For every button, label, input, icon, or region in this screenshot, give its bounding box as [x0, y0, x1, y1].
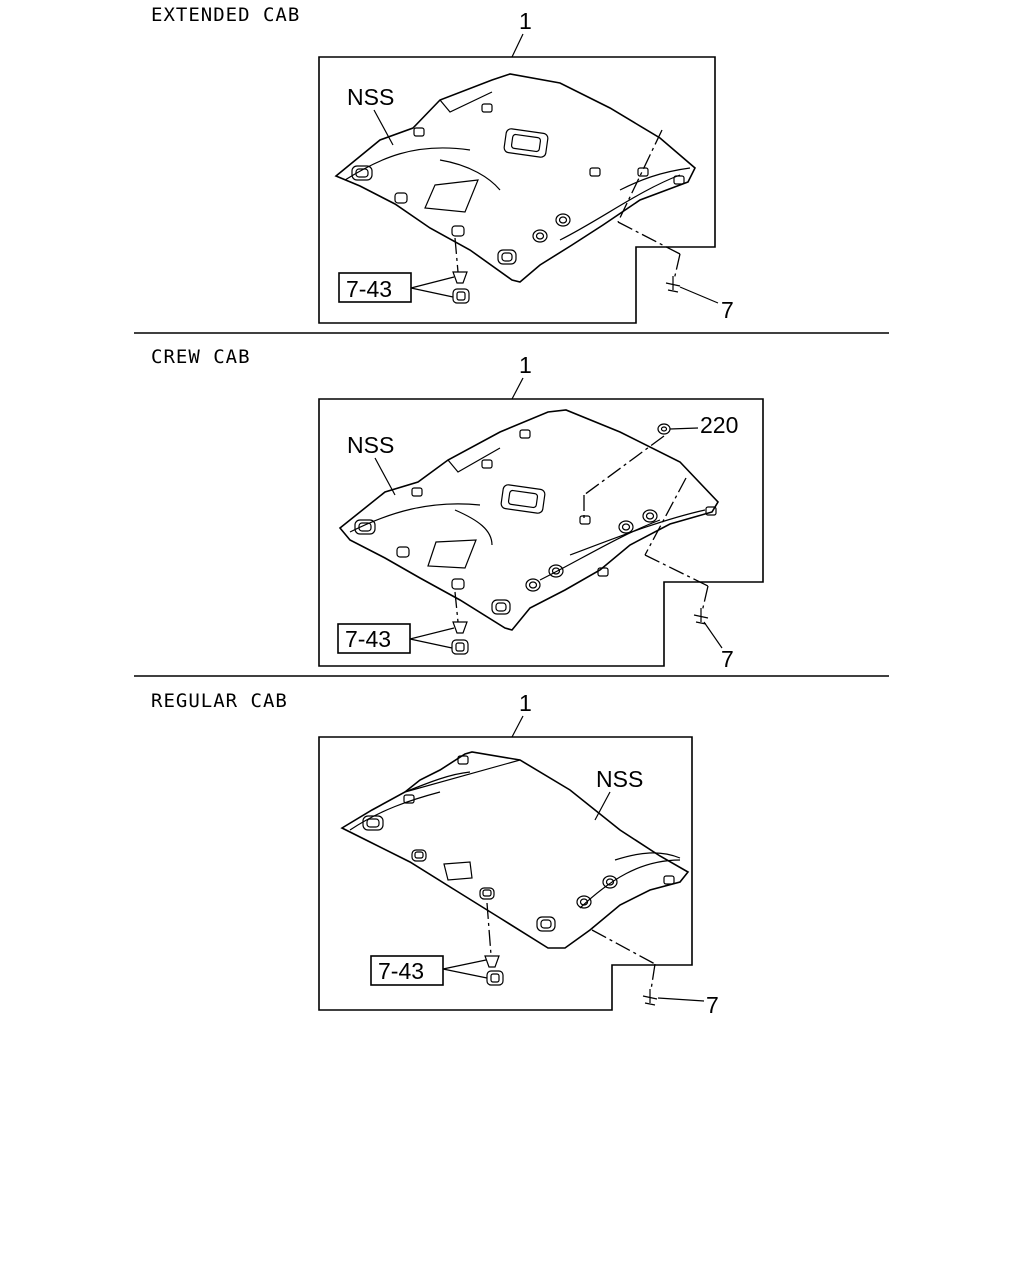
callout-part-1: 1	[519, 352, 532, 378]
clip-fastener	[451, 621, 469, 655]
clip-fastener	[452, 271, 470, 304]
screw-fastener	[642, 989, 658, 1006]
callout-nss: NSS	[347, 432, 394, 458]
headliner-panel	[340, 751, 690, 949]
callout-220: 220	[700, 412, 738, 438]
section-title: EXTENDED CAB	[151, 4, 300, 26]
screw-fastener	[665, 276, 681, 293]
assembly-boundary	[318, 736, 693, 1011]
callout-screw: 7	[706, 992, 719, 1018]
ref-box	[370, 955, 444, 986]
screw-fastener	[693, 608, 709, 625]
clip-220	[657, 423, 671, 435]
callout-ref-box: 7-43	[346, 276, 392, 302]
callout-ref-box: 7-43	[345, 626, 391, 652]
section-regular-cab: REGULAR CAB 1 NS	[151, 690, 719, 1018]
assembly-boundary	[318, 398, 764, 667]
callout-ref-box: 7-43	[378, 958, 424, 984]
headliner-panel	[338, 409, 719, 631]
section-extended-cab: EXTENDED CAB 1	[151, 4, 734, 324]
callout-part-1: 1	[519, 8, 532, 34]
section-title: REGULAR CAB	[151, 690, 288, 712]
callout-nss: NSS	[596, 766, 643, 792]
callout-part-1: 1	[519, 690, 532, 716]
callout-screw: 7	[721, 646, 734, 672]
callout-screw: 7	[721, 297, 734, 323]
assembly-boundary	[318, 56, 716, 324]
headliner-panel	[334, 73, 696, 283]
section-title: CREW CAB	[151, 346, 251, 368]
callout-nss: NSS	[347, 84, 394, 110]
clip-fastener	[484, 955, 504, 986]
section-crew-cab: CREW CAB 1	[151, 346, 764, 672]
